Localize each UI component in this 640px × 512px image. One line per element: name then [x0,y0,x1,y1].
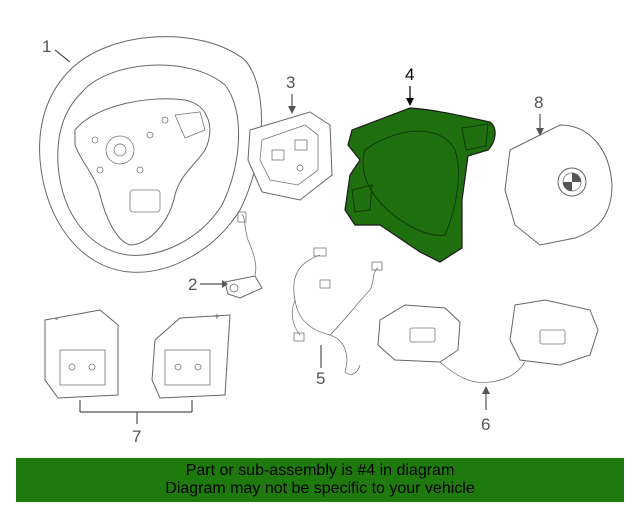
plus-label: + [214,312,220,323]
bracket-part[interactable] [247,111,333,201]
callout-8: 8 [534,93,543,112]
sensor-part[interactable] [224,211,263,299]
callout-7: 7 [132,427,141,446]
airbag-part[interactable] [504,124,613,246]
steering-wheel-part[interactable] [39,36,262,273]
minus-label: - [55,314,58,325]
paddle-shifters-part[interactable]: + - [44,309,231,399]
wiring-harness-part[interactable] [291,247,383,375]
callout-2: 2 [188,275,197,294]
callout-3: 3 [286,73,295,92]
callout-4: 4 [405,65,414,84]
callout-1: 1 [42,37,51,56]
banner-line-2: Diagram may not be specific to your vehi… [165,480,475,497]
switch-assembly-part[interactable] [377,299,599,383]
parts-diagram: 1 2 3 4 5 [39,36,613,446]
info-banner: Part or sub-assembly is #4 in diagram Di… [16,458,624,502]
callout-6: 6 [481,415,490,434]
steering-wheel-cover-part[interactable] [344,107,496,263]
banner-line-1: Part or sub-assembly is #4 in diagram [185,462,455,479]
callout-5: 5 [316,369,325,388]
